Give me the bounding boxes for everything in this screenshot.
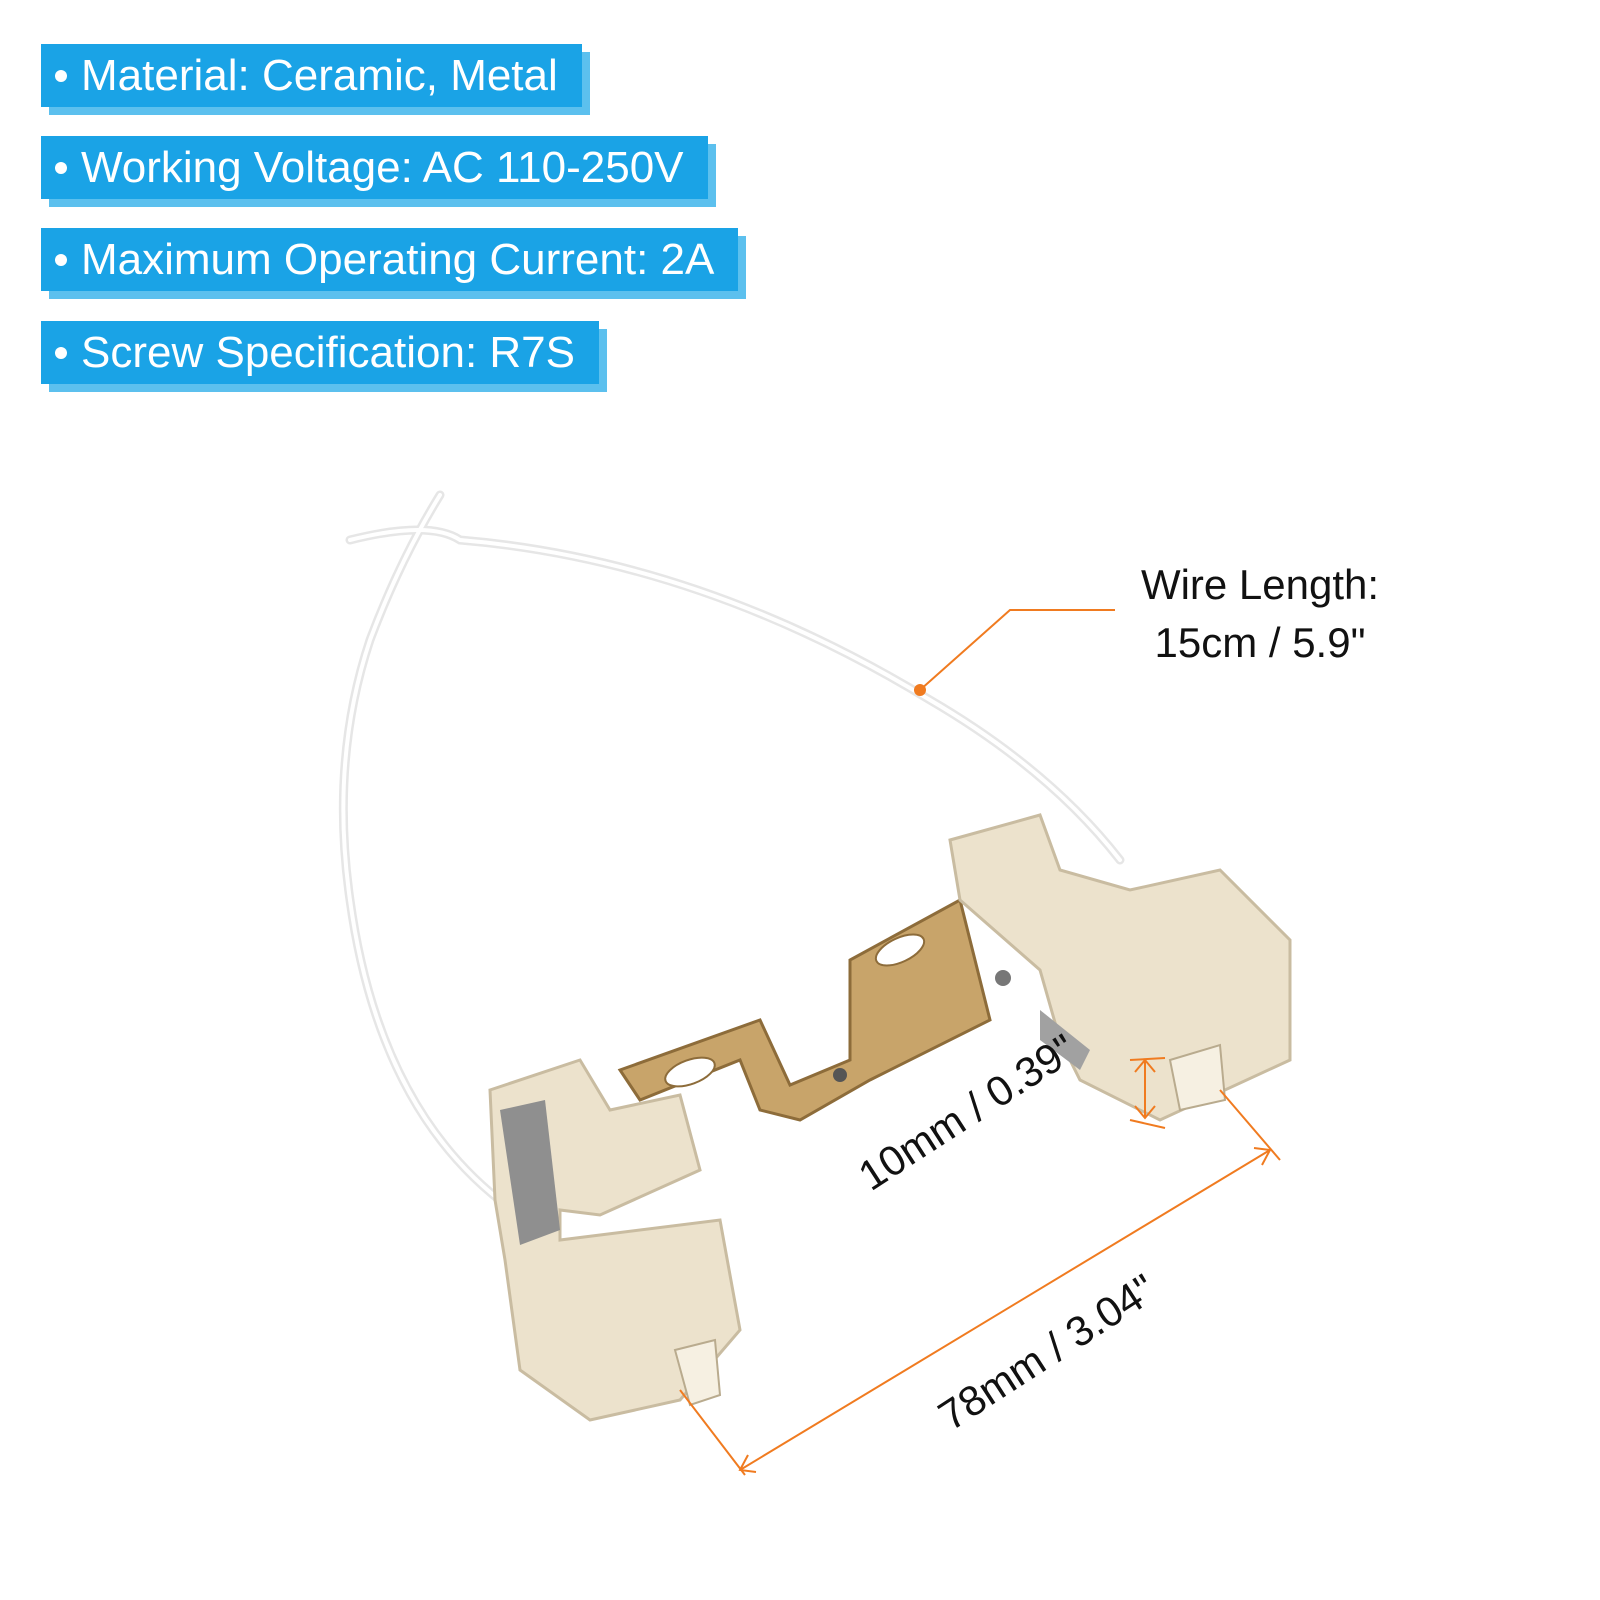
bullet-icon xyxy=(55,69,67,82)
spec-badge-current: Maximum Operating Current: 2A xyxy=(41,228,739,291)
wire xyxy=(345,525,1125,865)
bracket-hole xyxy=(664,1056,716,1088)
spec-text: Working Voltage: AC 110-250V xyxy=(81,142,684,192)
spec-badge-material: Material: Ceramic, Metal xyxy=(41,44,582,107)
ceramic-block-left xyxy=(488,1058,742,1422)
length-dim-line xyxy=(739,1149,1271,1471)
wire-length-value: 15cm / 5.9" xyxy=(1154,619,1366,666)
screw-icon xyxy=(833,1068,847,1082)
ceramic-block-right xyxy=(948,813,1292,1122)
spec-text: Screw Specification: R7S xyxy=(81,327,575,377)
spec-badge-voltage: Working Voltage: AC 110-250V xyxy=(41,136,708,199)
wire-length-title: Wire Length: xyxy=(1140,561,1380,608)
bullet-icon xyxy=(55,161,67,174)
bullet-icon xyxy=(55,253,67,266)
spec-badge-screw: Screw Specification: R7S xyxy=(41,321,599,384)
bullet-icon xyxy=(55,346,67,359)
spec-text: Material: Ceramic, Metal xyxy=(81,50,558,100)
spec-text: Maximum Operating Current: 2A xyxy=(81,234,715,284)
wire-leader-dot xyxy=(914,684,926,696)
wire-length-label: Wire Length: 15cm / 5.9" xyxy=(1110,556,1410,672)
wire-leader-line xyxy=(919,609,1115,691)
screw-icon xyxy=(995,970,1011,986)
bracket-hole xyxy=(874,933,926,967)
